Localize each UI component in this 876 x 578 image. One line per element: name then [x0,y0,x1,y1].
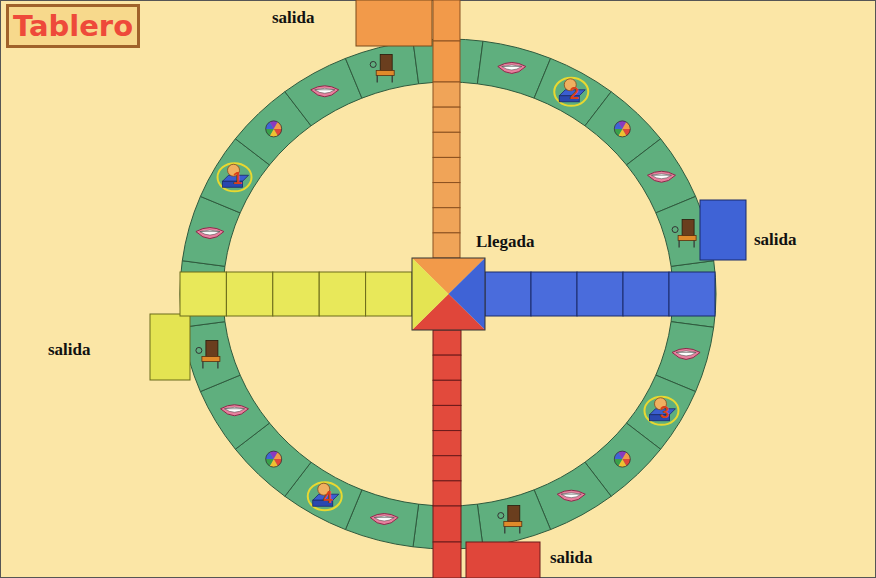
mouth-icon [672,348,700,359]
home-path-cell [433,208,460,233]
home-path-cell [433,481,461,506]
title-sign: Tablero [6,4,140,48]
goal-square [412,258,485,330]
home-path-cell [433,542,461,578]
ball-icon [218,163,252,191]
callout-number: 4 [323,488,332,508]
start-square [466,542,540,578]
chair-icon [370,54,394,82]
mouth-icon [557,490,585,501]
wheel-icon [266,451,282,467]
chair-icon [196,340,220,368]
wheel-icon [614,451,630,467]
ring-cell [345,41,418,98]
wheel-icon [266,121,282,137]
goal-triangle [412,258,449,330]
ball-icon [554,78,588,106]
start-label: salida [48,340,91,360]
home-path-cell [366,272,412,316]
home-path-cell [433,233,460,258]
start-label: salida [550,548,593,568]
start-square [150,314,190,380]
home-path-cell [273,272,319,316]
home-path-cell [433,431,461,456]
home-path-cell [433,380,461,405]
start-label: salida [272,8,315,28]
home-path-cell [226,272,272,316]
home-path-cell [433,132,460,157]
chair-icon [672,220,696,248]
home-path-cell [433,506,461,542]
home-path-cell [485,272,531,316]
home-path-cell [319,272,365,316]
home-path-cell [433,107,460,132]
chair-icon [498,506,522,534]
home-path-cell [433,157,460,182]
home-path-cell [669,272,715,316]
home-path-cell [531,272,577,316]
ball-icon [644,397,678,425]
start-label: salida [754,230,797,250]
home-path-cell [180,272,226,316]
mouth-icon [221,405,249,416]
ring-cell [182,322,240,392]
mouth-icon [647,171,675,182]
ball-icon [308,482,342,510]
home-path-cell [433,183,460,208]
callout-number: 1 [233,169,242,189]
goal-label: Llegada [476,232,535,252]
home-path-cell [433,41,460,82]
wheel-icon [614,121,630,137]
home-path-cell [433,82,460,107]
ring-cell [477,490,550,547]
home-path-cell [433,0,460,41]
home-path-cell [433,330,461,355]
mouth-icon [311,86,339,97]
mouth-icon [498,62,526,73]
start-square [356,0,432,46]
home-path-cell [623,272,669,316]
callout-number: 3 [660,403,669,423]
home-path-cell [433,456,461,481]
board-title: Tablero [9,7,137,45]
home-path-cell [577,272,623,316]
mouth-icon [370,514,398,525]
mouth-icon [196,228,224,239]
callout-number: 2 [570,84,579,104]
start-square [700,200,746,260]
home-path-cell [433,355,461,380]
home-path-cell [433,405,461,430]
